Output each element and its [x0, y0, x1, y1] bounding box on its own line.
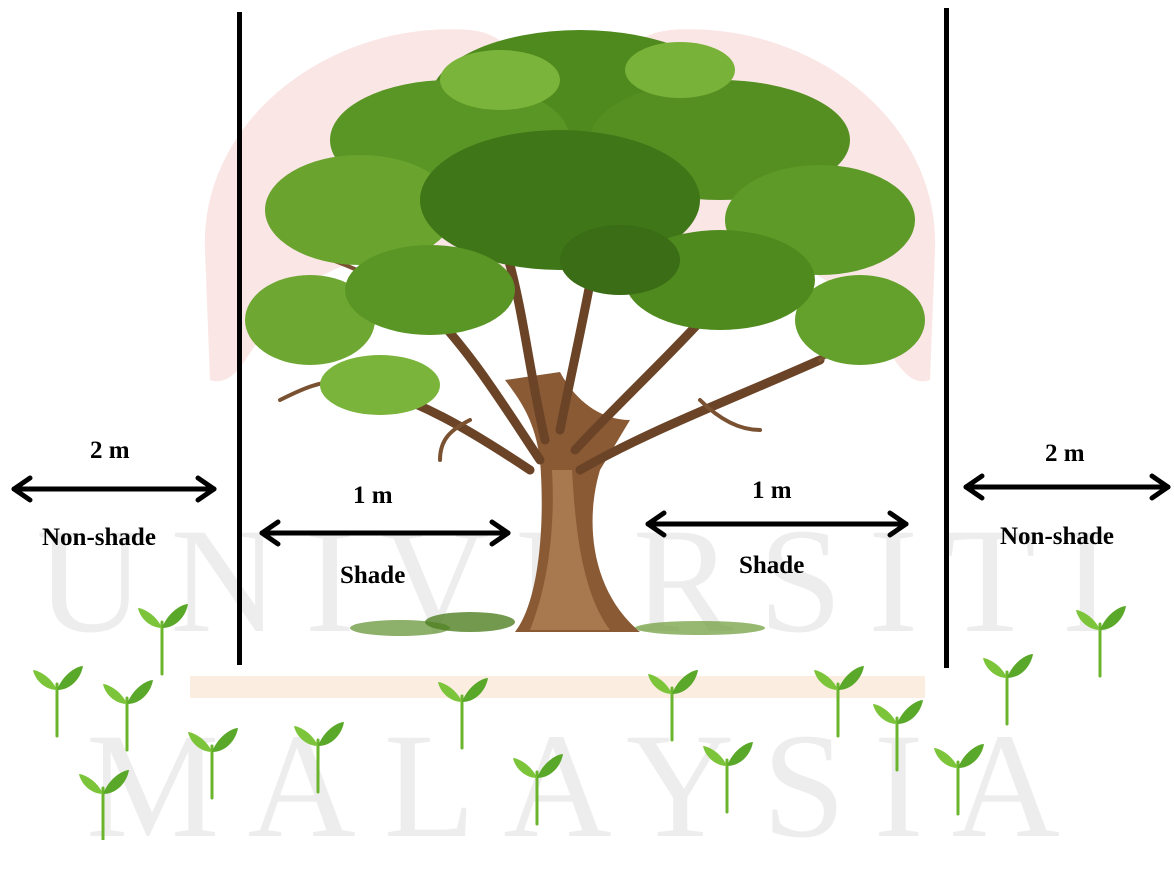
seedling — [438, 678, 488, 748]
seedling — [983, 654, 1033, 724]
seedling — [1076, 606, 1126, 676]
seedling — [33, 666, 83, 736]
seedling — [814, 666, 864, 736]
seedling — [648, 670, 698, 740]
seedling — [873, 700, 923, 770]
seedling — [188, 728, 238, 798]
seedling — [138, 604, 188, 674]
seedling — [513, 754, 563, 824]
seedling — [79, 770, 129, 840]
diagram-stage: UNIVERSITI MALAYSIA — [0, 0, 1174, 840]
seedling — [934, 744, 984, 814]
seedling — [103, 680, 153, 750]
seedlings-layer — [0, 0, 1174, 840]
seedling — [703, 742, 753, 812]
seedling — [294, 722, 344, 792]
